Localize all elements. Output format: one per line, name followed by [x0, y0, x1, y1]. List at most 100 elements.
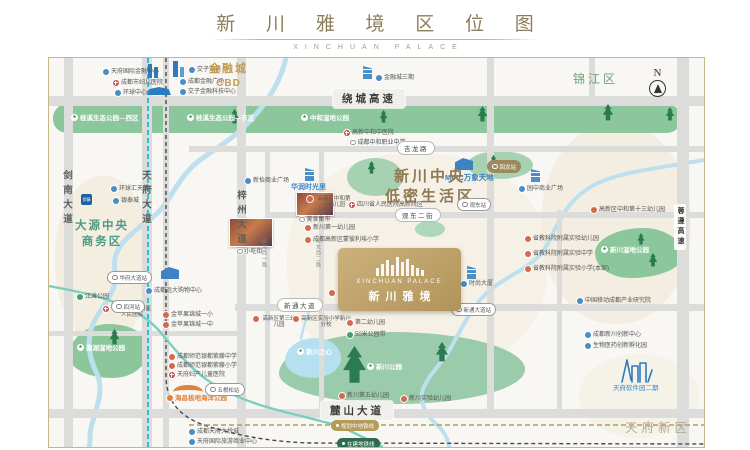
poi-icon — [339, 392, 345, 399]
poi-text: 生物医药创新孵化园 — [593, 343, 648, 349]
poi-text: 小吃街 — [244, 249, 263, 255]
poi-text: 美食集市 — [306, 217, 331, 223]
park-label: ♣桂溪生态公园—西区 — [71, 112, 139, 122]
poi-school: 新川第五幼儿园 — [339, 392, 389, 400]
legend-dot-icon — [342, 442, 345, 445]
poi-text: 成都师范银都紫藤小学 — [177, 363, 238, 369]
poi-icon — [519, 185, 525, 192]
poi-icon — [401, 395, 407, 402]
poi-icon — [167, 394, 173, 401]
poi-icon — [189, 66, 195, 73]
map-canvas: XINCHUAN PALACE 新川雅境 金融城 CBD 锦江区 天府新区 大源… — [48, 57, 705, 448]
metro-station-pill: 观东站 — [457, 198, 492, 211]
poi-school: 金苹果锦城一中 — [163, 321, 214, 329]
poi-icon — [305, 236, 311, 243]
region-label-dayuan-cbd: 大源中央 商务区 — [75, 219, 129, 250]
transit-legend-pill: 规划中地铁线 — [331, 420, 380, 431]
poi-text: 江滩公园 — [85, 294, 110, 300]
region-text: 商务区 — [81, 235, 123, 248]
poi-blue: 成都远大购物中心 — [146, 287, 202, 295]
region-text: 金融城 — [209, 63, 248, 75]
poi-text: 新川实验幼儿园 — [409, 396, 452, 402]
road-tianfu-ave — [142, 58, 152, 447]
poi-text: 时尚大厦 — [469, 281, 494, 287]
road-label-vertical: 蓉遵高速 — [674, 204, 686, 250]
tree-icon: ♣ — [71, 113, 78, 121]
title-divider — [210, 39, 540, 40]
poi-red: 天府妇产儿童医院 — [169, 371, 225, 379]
park-label: ♣中和湿地公园 — [301, 112, 349, 122]
compass: N — [649, 67, 666, 97]
poi-text: 新川第一幼儿园 — [313, 225, 356, 231]
park-name: 南湖湿地公园 — [86, 345, 125, 352]
road-label: 绕城高速 — [333, 89, 405, 108]
poi-text: 天府国际金融中心 — [111, 69, 160, 75]
poi-icon — [103, 305, 109, 312]
poi-icon — [103, 68, 109, 75]
pine-tree-icon — [367, 161, 376, 174]
road-label-vertical: 剑南大道 — [61, 170, 72, 228]
poi-icon — [350, 139, 356, 145]
landuse-blob — [541, 124, 691, 324]
poi-text: 省教科院附属实验幼儿园 — [533, 236, 600, 242]
sketch-building-icon — [619, 354, 655, 389]
poi-school: 第二幼儿园 — [347, 319, 385, 327]
poi-text: 成都新川创新中心 — [593, 332, 642, 338]
park-name: 桂溪生态公园—东区 — [196, 115, 255, 122]
poi-icon — [305, 224, 311, 231]
poi-school: 省教科院附属实验幼儿园 — [525, 235, 600, 243]
poi-blue: 中国移动成都产业研究院 — [577, 297, 651, 305]
poi-text: 天府国际旅游商业中心 — [197, 439, 258, 445]
poi-text: 高新中和中医院 — [352, 130, 395, 136]
poi-icon — [349, 201, 355, 208]
poster-title: 新 川 雅 境 区 位 图 — [216, 14, 547, 35]
poi-text: 环球中心 — [123, 90, 148, 96]
poi-text: 金苹果锦城一中 — [171, 322, 214, 328]
station-name: 五根松站 — [217, 387, 240, 394]
poi-tiny: 美食集市 — [299, 216, 331, 224]
road-label: 观东二街 — [395, 208, 441, 222]
park-name: 新川之心 — [306, 349, 332, 356]
station-name: 华府大道站 — [119, 275, 148, 282]
tree-icon: ♣ — [367, 362, 374, 370]
poi-icon — [111, 185, 117, 192]
legend-text: 规划中地铁线 — [341, 423, 375, 430]
poi-text: 省教科院附属实验中学 — [533, 251, 594, 257]
park-name: 桂溪生态公园—西区 — [80, 115, 139, 122]
station-dot-icon — [462, 201, 468, 208]
pine-tree-icon — [665, 107, 675, 121]
poi-text: 金苹果锦城一小 — [171, 312, 214, 318]
poi-icon — [329, 289, 335, 296]
road-side — [163, 58, 169, 447]
poi-text: 新怡商业广场 — [253, 178, 290, 184]
poi-school: 成都师范银都紫藤中学 — [169, 353, 237, 361]
park-label: ♣南湖湿地公园 — [77, 342, 125, 352]
poi-school: 省教科院附属实验中学 — [525, 250, 594, 258]
road-rongzun-expwy — [677, 58, 689, 447]
poi-icon — [169, 362, 175, 369]
road-label: 麓山大道 — [321, 401, 393, 420]
poi-icon — [299, 216, 305, 222]
poi-brand3: 天府软件园二期 — [613, 385, 659, 392]
poi-school: 高新区实验小学新川分校 — [293, 315, 351, 328]
poi-brand2: 华润时光里 — [291, 184, 326, 192]
pine-tree-icon — [477, 106, 488, 122]
poi-icon — [525, 250, 531, 257]
poi-icon — [461, 280, 467, 287]
tower-building-icon — [363, 66, 372, 79]
poi-school: 新川实验幼儿园 — [401, 395, 452, 403]
plaque-title-en: XINCHUAN PALACE — [356, 278, 443, 285]
metro-station-pill: 五根松站 — [205, 383, 245, 396]
poi-icon — [347, 319, 353, 326]
tower-building-icon — [531, 169, 540, 182]
poi-school: 高新区中和第一幼儿园 — [307, 195, 353, 208]
ito-building-icon: 伊藤 — [81, 194, 92, 205]
road-label: 新通大道 — [277, 298, 323, 312]
poi-icon — [189, 438, 195, 445]
poi-text: 高新区第三幼儿园 — [262, 316, 296, 329]
park-label: ♣新川之心 — [297, 346, 332, 356]
poi-icon — [293, 315, 299, 322]
title-block: 新 川 雅 境 区 位 图 XINCHUAN PALACE — [0, 0, 750, 51]
poi-icon — [77, 293, 83, 300]
